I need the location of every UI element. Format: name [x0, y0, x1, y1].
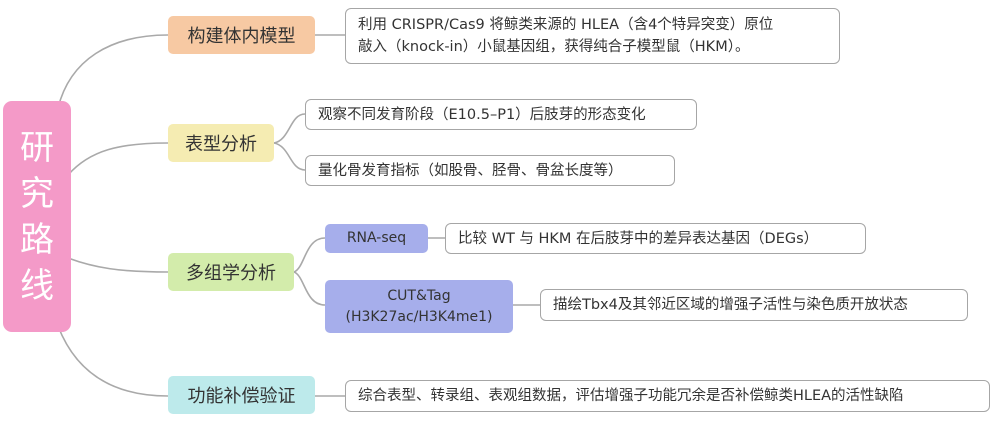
- root-node-research-roadmap: 研 究 路 线: [3, 101, 71, 332]
- leaf-compensation-description: 综合表型、转录组、表观组数据，评估增强子功能冗余是否补偿鲸类HLEA的活性缺陷: [345, 380, 990, 412]
- branch-label: 多组学分析: [186, 263, 276, 284]
- connector-root-pheno: [67, 142, 169, 176]
- leaf-text-line: 利用 CRISPR/Cas9 将鲸类来源的 HLEA（含4个特异突变）原位: [358, 17, 774, 33]
- connector-omics-rnaseq: [293, 237, 326, 273]
- tag-text: CUT&Tag: [387, 287, 451, 304]
- leaf-model-description: 利用 CRISPR/Cas9 将鲸类来源的 HLEA（含4个特异突变）原位 敲入…: [345, 8, 840, 64]
- branch-phenotype-analysis: 表型分析: [168, 124, 274, 162]
- branch-functional-compensation: 功能补偿验证: [168, 376, 315, 414]
- leaf-cuttag-description: 描绘Tbx4及其邻近区域的增强子活性与染色质开放状态: [540, 289, 968, 321]
- branch-label: 构建体内模型: [187, 26, 296, 47]
- leaf-phenotype-bone-metrics: 量化骨发育指标（如股骨、胫骨、骨盆长度等）: [305, 155, 675, 186]
- leaf-text: 观察不同发育阶段（E10.5–P1）后肢芽的形态变化: [318, 106, 646, 123]
- leaf-text: 描绘Tbx4及其邻近区域的增强子活性与染色质开放状态: [553, 297, 908, 313]
- branch-build-model: 构建体内模型: [168, 16, 315, 54]
- branch-label: 功能补偿验证: [187, 386, 296, 407]
- leaf-text: 量化骨发育指标（如股骨、胫骨、骨盆长度等）: [318, 162, 623, 179]
- leaf-text-line: 敲入（knock-in）小鼠基因组，获得纯合子模型鼠（HKM）。: [358, 39, 750, 55]
- leaf-phenotype-morphology: 观察不同发育阶段（E10.5–P1）后肢芽的形态变化: [305, 99, 697, 130]
- connector-root-model: [57, 34, 169, 109]
- connector-omics-cuttag: [293, 271, 326, 306]
- leaf-text: 比较 WT 与 HKM 在后肢芽中的差异表达基因（DEGs）: [458, 230, 819, 247]
- root-char: 线: [20, 265, 54, 306]
- connector-pheno-leaf2: [273, 142, 306, 171]
- connector-root-compensation: [57, 325, 169, 397]
- leaf-rnaseq-description: 比较 WT 与 HKM 在后肢芽中的差异表达基因（DEGs）: [445, 223, 866, 254]
- root-char: 路: [20, 219, 54, 260]
- tag-cuttag: CUT&Tag (H3K27ac/H3K4me1): [325, 280, 513, 333]
- connector-root-omics: [67, 257, 169, 273]
- connector-pheno-leaf1: [273, 113, 306, 144]
- branch-label: 表型分析: [185, 134, 257, 155]
- root-char: 研: [20, 127, 54, 168]
- tag-text: (H3K27ac/H3K4me1): [345, 308, 493, 325]
- tag-rnaseq: RNA-seq: [325, 224, 428, 253]
- leaf-text: 综合表型、转录组、表观组数据，评估增强子功能冗余是否补偿鲸类HLEA的活性缺陷: [358, 388, 904, 404]
- tag-text: RNA-seq: [346, 230, 407, 246]
- branch-multi-omics: 多组学分析: [168, 253, 294, 291]
- root-char: 究: [20, 173, 54, 214]
